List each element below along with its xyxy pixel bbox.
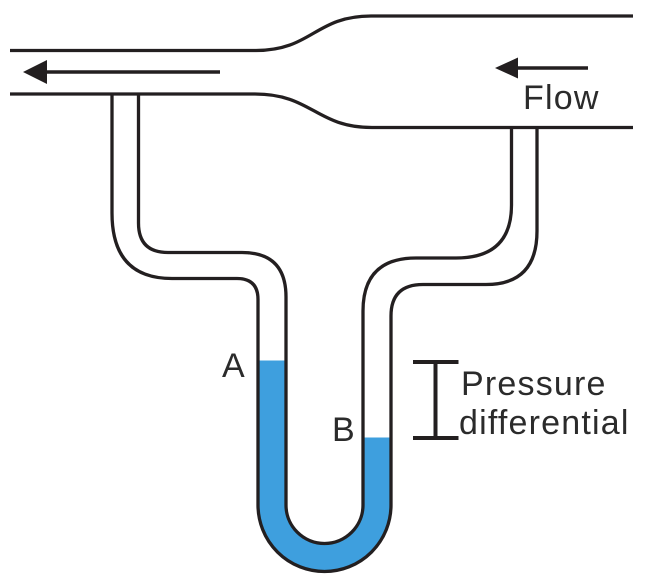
pipe-upper-wall bbox=[10, 14, 633, 53]
manometer-liquid bbox=[258, 360, 391, 572]
venturi-pipe bbox=[10, 14, 633, 130]
pipe-lower-wall bbox=[10, 92, 633, 130]
level-a-label: A bbox=[222, 347, 246, 385]
flow-arrow-right bbox=[495, 57, 588, 79]
pressure-differential-label-line2: differential bbox=[459, 404, 630, 442]
flow-arrow-left-head bbox=[23, 60, 47, 84]
pressure-differential-label-line1: Pressure bbox=[461, 365, 607, 403]
level-b-label: B bbox=[332, 411, 356, 449]
manometer-tube-inner-wall bbox=[136, 94, 514, 546]
manometer-tube-outer-wall bbox=[110, 94, 539, 574]
flow-label: Flow bbox=[523, 79, 600, 117]
manometer-tube bbox=[110, 94, 539, 574]
flow-arrow-right-head bbox=[495, 57, 518, 79]
pressure-differential-bracket bbox=[413, 360, 459, 440]
flow-arrow-left bbox=[23, 60, 220, 84]
